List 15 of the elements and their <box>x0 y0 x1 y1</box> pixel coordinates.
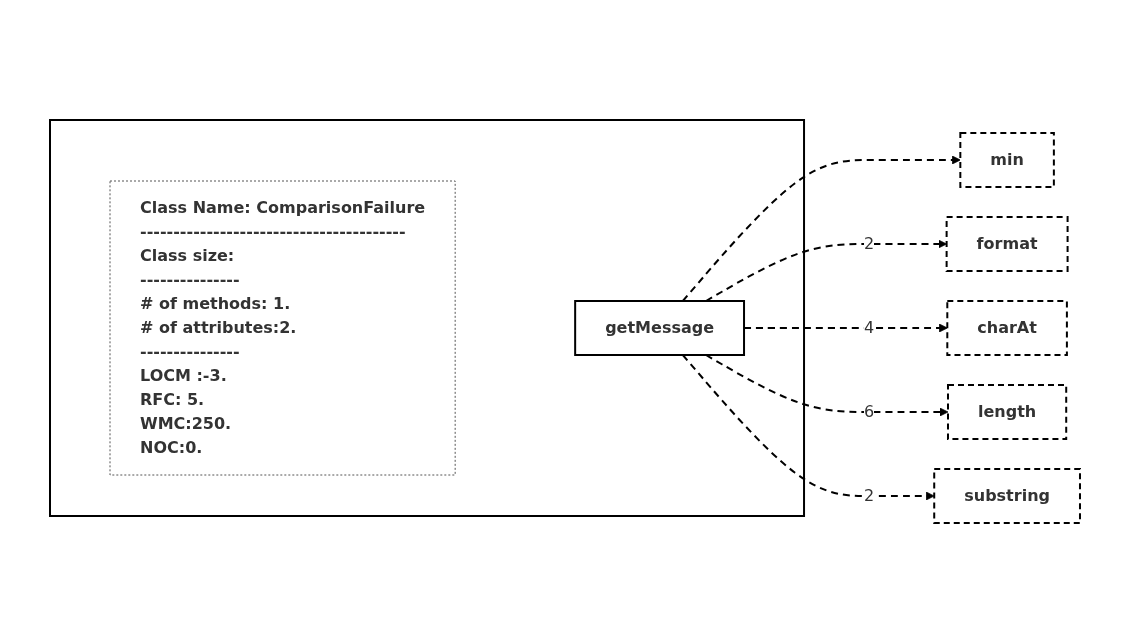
edge-label: 4 <box>864 317 875 337</box>
edge-label: 6 <box>864 401 875 421</box>
node-box: Class Name: ComparisonFailure ---------------------------------------- Class size: --------------- # of methods: 1. # of attributes:2. --------------- LOCM :-3. RFC: 5. WMC:250. NOC:0. <box>109 180 456 475</box>
node-box: min <box>959 131 1055 188</box>
node-box: charAt <box>946 299 1068 356</box>
node-box: format <box>945 215 1069 272</box>
node-box: substring <box>933 467 1081 524</box>
node-box: length <box>947 383 1068 440</box>
node-box: getMessage <box>574 299 746 356</box>
edge-label: 2 <box>864 485 875 505</box>
arrow <box>705 239 947 302</box>
arrow <box>681 353 935 500</box>
arrow <box>681 155 961 302</box>
cluster <box>49 118 806 517</box>
edge-label: 2 <box>864 233 875 253</box>
